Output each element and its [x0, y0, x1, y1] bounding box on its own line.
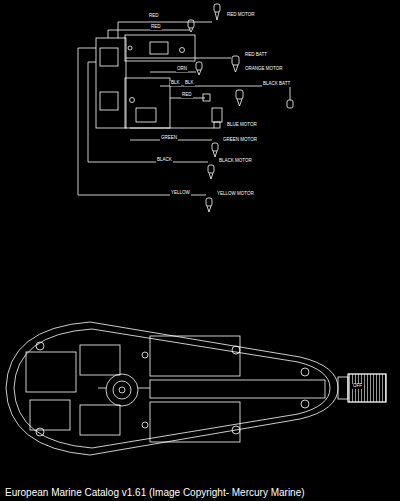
connector-plug — [188, 4, 293, 212]
wire-label: ORN — [176, 67, 188, 72]
wire-label: YELLOW MOTOR — [216, 192, 255, 197]
wire-label: RED — [181, 93, 193, 98]
wire-label: RED BATT — [244, 53, 268, 58]
terminal-board — [96, 38, 126, 128]
wire-label: GREEN MOTOR — [222, 138, 258, 143]
wire-label: BLK — [184, 81, 195, 86]
wire-label: RED — [148, 14, 160, 19]
wire-label: BLACK MOTOR — [218, 159, 253, 164]
wire-label: RED — [150, 25, 162, 30]
wire-label: BLACK — [156, 158, 173, 163]
wire-label: ORANGE MOTOR — [244, 67, 283, 72]
wire-label: BLACK BATT — [262, 82, 291, 87]
control-housing — [6, 322, 386, 455]
wire-label: BLUE MOTOR — [226, 123, 258, 128]
wire-label: OFF — [352, 384, 363, 389]
caption: European Marine Catalog v1.61 (Image Cop… — [5, 487, 305, 498]
wire-label: GREEN — [160, 136, 178, 141]
wire-label: BLK — [170, 81, 181, 86]
wire-label: YELLOW — [170, 191, 191, 196]
wire-label: RED MOTOR — [226, 13, 255, 18]
